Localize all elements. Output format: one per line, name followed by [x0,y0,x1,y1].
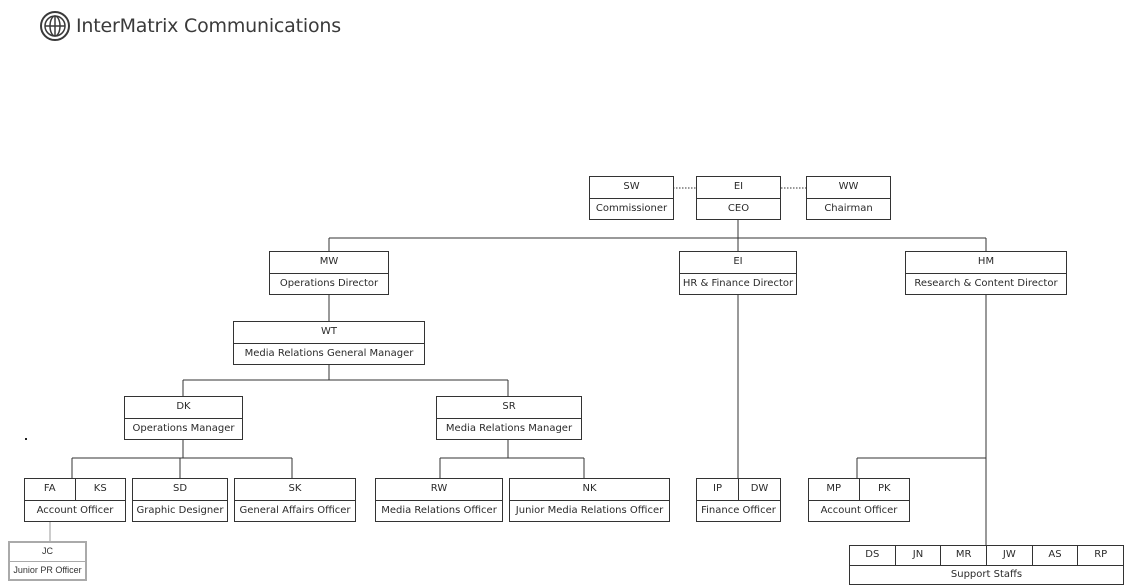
junior-media-relations-officer-initials: NK [582,483,597,495]
ops-account-officer-box: FA KS Account Officer [24,478,126,522]
hr-finance-director-box: EI HR & Finance Director [679,251,797,295]
ceo-box: EI CEO [696,176,781,220]
hr-finance-director-initials: EI [733,256,743,268]
operations-director-box: MW Operations Director [269,251,389,295]
chairman-title: Chairman [807,197,890,220]
media-relations-manager-title: Media Relations Manager [437,417,581,440]
operations-director-initials: MW [319,256,339,268]
ceo-title: CEO [697,197,780,220]
graphic-designer-initials: SD [172,483,188,495]
general-affairs-officer-title: General Affairs Officer [235,499,355,522]
support-staffs-title: Support Staffs [850,564,1123,585]
company-name: InterMatrix Communications [76,15,341,37]
junior-pr-officer-initials: JC [42,546,53,557]
support-staff-initials: MR [940,546,986,565]
graphic-designer-box: SD Graphic Designer [132,478,228,522]
general-affairs-officer-box: SK General Affairs Officer [234,478,356,522]
junior-media-relations-officer-title: Junior Media Relations Officer [510,499,669,522]
ops-account-officer-initials: FA [43,483,56,495]
support-staff-initials: JW [986,546,1032,565]
junior-media-relations-officer-box: NK Junior Media Relations Officer [509,478,670,522]
research-director-initials: HM [977,256,995,268]
support-staff-initials: JN [894,546,941,565]
general-affairs-officer-initials: SK [288,483,302,495]
finance-officer-title: Finance Officer [697,499,780,522]
research-account-officer-initials-row: MP PK [809,479,909,500]
media-relations-gm-title: Media Relations General Manager [234,342,424,365]
support-staff-initials: DS [865,549,880,561]
support-staffs-initials-row: DS JN MR JW AS RP [850,546,1123,565]
support-staffs-box: DS JN MR JW AS RP Support Staffs [849,545,1124,585]
media-relations-officer-title: Media Relations Officer [376,499,502,522]
finance-officer-initials: IP [713,483,722,495]
finance-officer-box: IP DW Finance Officer [696,478,781,522]
research-director-box: HM Research & Content Director [905,251,1067,295]
header: InterMatrix Communications [38,8,341,44]
media-relations-gm-initials: WT [321,326,337,338]
hr-finance-director-title: HR & Finance Director [680,272,796,295]
media-relations-manager-box: SR Media Relations Manager [436,396,582,440]
chairman-box: WW Chairman [806,176,891,220]
support-staff-initials: RP [1077,546,1123,565]
support-staff-initials: AS [1031,546,1078,565]
research-account-officer-initials: MP [826,483,842,495]
chairman-initials: WW [838,181,859,193]
commissioner-title: Commissioner [590,197,673,220]
finance-officer-initials: DW [738,479,780,500]
stray-dot [25,438,27,440]
media-relations-manager-initials: SR [502,401,516,413]
junior-pr-officer-title: Junior PR Officer [10,560,85,580]
operations-director-title: Operations Director [270,272,388,295]
operations-manager-box: DK Operations Manager [124,396,243,440]
ops-account-officer-title: Account Officer [25,499,125,522]
media-relations-officer-box: RW Media Relations Officer [375,478,503,522]
research-director-title: Research & Content Director [906,272,1066,295]
ops-account-officer-initials: KS [74,479,126,500]
commissioner-initials: SW [623,181,640,193]
finance-officer-initials-row: IP DW [697,479,780,500]
research-account-officer-box: MP PK Account Officer [808,478,910,522]
media-relations-gm-box: WT Media Relations General Manager [233,321,425,365]
operations-manager-initials: DK [176,401,191,413]
media-relations-officer-initials: RW [430,483,448,495]
globe-logo-icon [40,11,70,41]
operations-manager-title: Operations Manager [125,417,242,440]
junior-pr-officer-box: JC Junior PR Officer [8,541,87,581]
ops-account-officer-initials-row: FA KS [25,479,125,500]
commissioner-box: SW Commissioner [589,176,674,220]
research-account-officer-title: Account Officer [809,499,909,522]
graphic-designer-title: Graphic Designer [133,499,227,522]
research-account-officer-initials: PK [858,479,910,500]
ceo-initials: EI [733,181,744,193]
